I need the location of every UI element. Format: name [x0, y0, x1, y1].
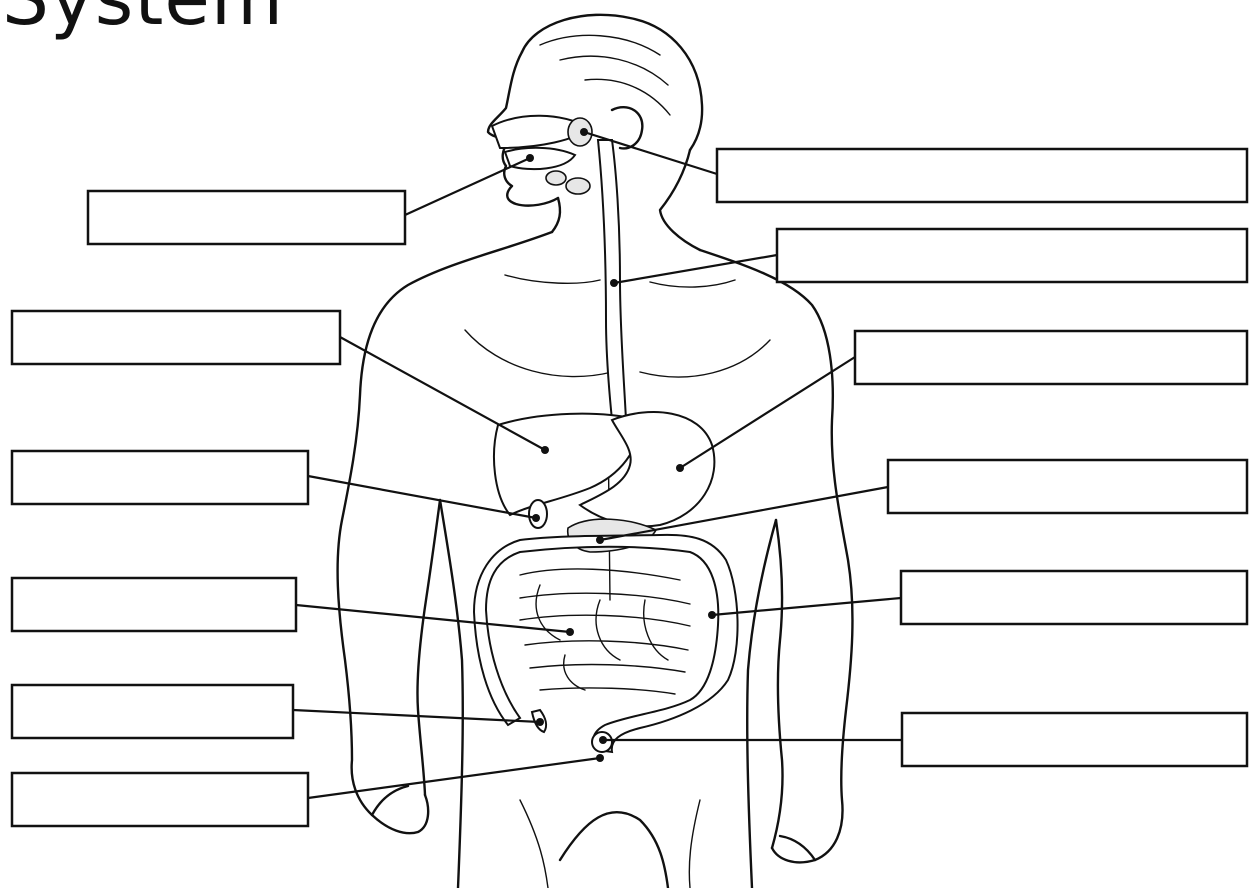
label-box-small-intestine[interactable]	[12, 578, 296, 631]
label-box-stomach[interactable]	[855, 331, 1247, 384]
label-box-large-intestine[interactable]	[901, 571, 1247, 624]
label-box-anus[interactable]	[12, 773, 308, 826]
label-box-esophagus[interactable]	[777, 229, 1247, 282]
label-box-gallbladder[interactable]	[12, 451, 308, 504]
label-box-pancreas[interactable]	[888, 460, 1247, 513]
label-box-rectum[interactable]	[902, 713, 1247, 766]
label-box-appendix[interactable]	[12, 685, 293, 738]
label-box-mouth[interactable]	[88, 191, 405, 244]
label-box-salivary-glands[interactable]	[717, 149, 1247, 202]
label-box-liver[interactable]	[12, 311, 340, 364]
